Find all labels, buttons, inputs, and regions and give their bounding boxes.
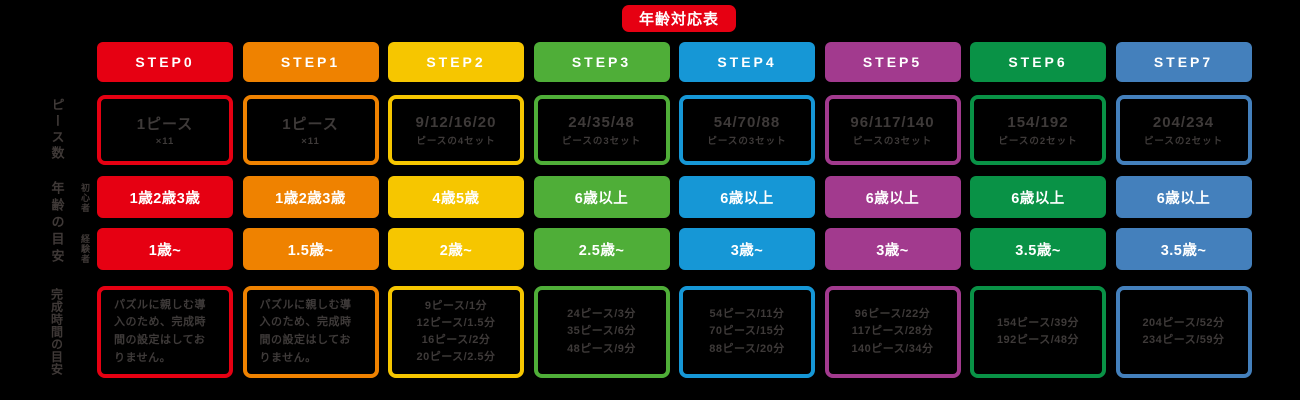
piece-count-box: 54/70/88 ピースの3セット bbox=[679, 95, 815, 165]
piece-count-sets: ピースの3セット bbox=[707, 135, 787, 147]
step-label: STEP2 bbox=[426, 54, 486, 70]
age-experienced-cell: 1歳~ bbox=[97, 228, 233, 270]
step-column: STEP7 204/234 ピースの2セット 6歳以上 3.5歳~ 204ピース… bbox=[1115, 42, 1252, 378]
completion-time-box: パズルに親しむ導入のため、完成時間の設定はしておりません。 bbox=[242, 286, 379, 378]
step-header-bar: STEP2 bbox=[388, 42, 524, 82]
step-column: STEP1 1ピース ×11 1歳2歳3歳 1.5歳~ パズルに親しむ導入のため… bbox=[242, 42, 379, 378]
step-header-bar: STEP1 bbox=[242, 42, 379, 82]
completion-time-box: 96ピース/22分 117ピース/28分 140ピース/34分 bbox=[824, 286, 961, 378]
step-header-bar: STEP3 bbox=[533, 42, 670, 82]
step-label: STEP7 bbox=[1153, 54, 1214, 70]
piece-count-sets: ×11 bbox=[301, 136, 320, 147]
row-sublabel-experienced: 経験者 bbox=[80, 234, 90, 264]
step-column: STEP3 24/35/48 ピースの3セット 6歳以上 2.5歳~ 24ピース… bbox=[533, 42, 670, 378]
age-experienced-cell: 3歳~ bbox=[679, 228, 815, 270]
age-experienced-cell: 2.5歳~ bbox=[533, 228, 670, 270]
step-header-bar: STEP0 bbox=[97, 42, 233, 82]
age-beginner-cell: 6歳以上 bbox=[533, 176, 670, 218]
step-label: STEP0 bbox=[135, 54, 195, 70]
piece-count-sets: ×11 bbox=[155, 136, 175, 147]
age-beginner-cell: 6歳以上 bbox=[1115, 176, 1252, 218]
completion-time-box: 24ピース/3分 35ピース/6分 48ピース/9分 bbox=[533, 286, 670, 378]
step-header-bar: STEP4 bbox=[679, 42, 815, 82]
piece-count-box: 1ピース ×11 bbox=[97, 95, 233, 165]
age-beginner-cell: 1歳2歳3歳 bbox=[242, 176, 379, 218]
piece-count-value: 1ピース bbox=[282, 116, 339, 133]
row-sublabel-beginner: 初心者 bbox=[80, 183, 90, 213]
piece-count-value: 54/70/88 bbox=[713, 113, 781, 131]
age-experienced-cell: 3.5歳~ bbox=[1115, 228, 1252, 270]
completion-time-box: 9ピース/1分 12ピース/1.5分 16ピース/2分 20ピース/2.5分 bbox=[388, 286, 524, 378]
age-beginner-cell: 6歳以上 bbox=[679, 176, 815, 218]
step-header-bar: STEP7 bbox=[1115, 42, 1252, 82]
step-column: STEP0 1ピース ×11 1歳2歳3歳 1歳~ パズルに親しむ導入のため、完… bbox=[97, 42, 233, 378]
step-header-bar: STEP6 bbox=[970, 42, 1106, 82]
piece-count-sets: ピースの2セット bbox=[998, 135, 1078, 147]
row-label-piece-count: ピース数 bbox=[49, 98, 65, 162]
completion-time-box: 54ピース/11分 70ピース/15分 88ピース/20分 bbox=[679, 286, 815, 378]
piece-count-value: 96/117/140 bbox=[850, 113, 935, 131]
piece-count-value: 154/192 bbox=[1007, 113, 1069, 131]
table-title-badge: 年齢対応表 bbox=[622, 5, 737, 32]
age-beginner-cell: 4歳5歳 bbox=[388, 176, 524, 218]
piece-count-value: 9/12/16/20 bbox=[415, 113, 497, 131]
piece-count-sets: ピースの3セット bbox=[852, 135, 933, 147]
piece-count-box: 204/234 ピースの2セット bbox=[1115, 95, 1252, 165]
completion-time-box: 154ピース/39分 192ピース/48分 bbox=[970, 286, 1106, 378]
step-column: STEP4 54/70/88 ピースの3セット 6歳以上 3歳~ 54ピース/1… bbox=[679, 42, 815, 378]
completion-time-box: 204ピース/52分 234ピース/59分 bbox=[1115, 286, 1252, 378]
row-label-age-guideline: 年齢の目安 bbox=[49, 180, 65, 266]
piece-count-value: 1ピース bbox=[136, 116, 194, 133]
piece-count-box: 9/12/16/20 ピースの4セット bbox=[388, 95, 524, 165]
age-beginner-cell: 6歳以上 bbox=[970, 176, 1106, 218]
piece-count-box: 1ピース ×11 bbox=[242, 95, 379, 165]
piece-count-value: 204/234 bbox=[1152, 113, 1215, 131]
step-column: STEP6 154/192 ピースの2セット 6歳以上 3.5歳~ 154ピース… bbox=[970, 42, 1106, 378]
piece-count-sets: ピースの2セット bbox=[1143, 135, 1224, 147]
step-column: STEP2 9/12/16/20 ピースの4セット 4歳5歳 2歳~ 9ピース/… bbox=[388, 42, 524, 378]
age-experienced-cell: 3歳~ bbox=[824, 228, 961, 270]
piece-count-sets: ピースの4セット bbox=[416, 135, 496, 147]
step-label: STEP6 bbox=[1008, 54, 1068, 70]
row-label-completion-time: 完成時間の目安 bbox=[49, 288, 64, 376]
piece-count-box: 24/35/48 ピースの3セット bbox=[533, 95, 670, 165]
step-header-bar: STEP5 bbox=[824, 42, 961, 82]
age-experienced-cell: 2歳~ bbox=[388, 228, 524, 270]
table-title: 年齢対応表 bbox=[639, 11, 720, 28]
step-columns: STEP0 1ピース ×11 1歳2歳3歳 1歳~ パズルに親しむ導入のため、完… bbox=[97, 42, 1252, 378]
piece-count-sets: ピースの3セット bbox=[561, 135, 642, 147]
piece-count-box: 154/192 ピースの2セット bbox=[970, 95, 1106, 165]
age-experienced-cell: 1.5歳~ bbox=[242, 228, 379, 270]
step-column: STEP5 96/117/140 ピースの3セット 6歳以上 3歳~ 96ピース… bbox=[824, 42, 961, 378]
step-label: STEP4 bbox=[717, 54, 777, 70]
piece-count-value: 24/35/48 bbox=[568, 113, 635, 131]
age-experienced-cell: 3.5歳~ bbox=[970, 228, 1106, 270]
age-beginner-cell: 6歳以上 bbox=[824, 176, 961, 218]
completion-time-box: パズルに親しむ導入のため、完成時間の設定はしておりません。 bbox=[97, 286, 233, 378]
age-beginner-cell: 1歳2歳3歳 bbox=[97, 176, 233, 218]
step-label: STEP1 bbox=[280, 54, 341, 70]
piece-count-box: 96/117/140 ピースの3セット bbox=[824, 95, 961, 165]
step-label: STEP5 bbox=[862, 54, 923, 70]
step-label: STEP3 bbox=[571, 54, 632, 70]
